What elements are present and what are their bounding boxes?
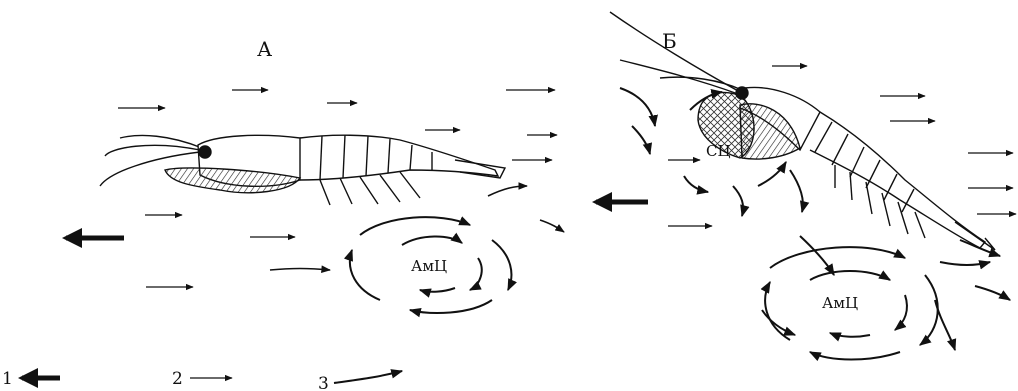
legend-number-3: 3 <box>318 374 329 391</box>
curved-arrow <box>488 186 527 196</box>
curved-arrows-b <box>620 88 1010 300</box>
panel-a-label: А <box>257 37 272 61</box>
vortex-a-label: АмЦ <box>411 257 447 275</box>
shrimp-a-illustration <box>100 135 505 205</box>
vortex-b-label: АмЦ <box>822 294 858 312</box>
curved-arrow <box>270 269 330 271</box>
vortex-b <box>762 247 955 359</box>
legend-number-1: 1 <box>2 369 13 389</box>
panel-b-label: Б <box>662 29 677 53</box>
legend-curved-arrow-icon <box>334 371 402 383</box>
pump-b-label: СЦ <box>706 142 731 160</box>
flow-arrows-a <box>118 90 557 287</box>
legend: 1 2 3 <box>2 369 402 391</box>
legend-number-2: 2 <box>172 369 183 389</box>
curved-arrow <box>540 220 564 232</box>
